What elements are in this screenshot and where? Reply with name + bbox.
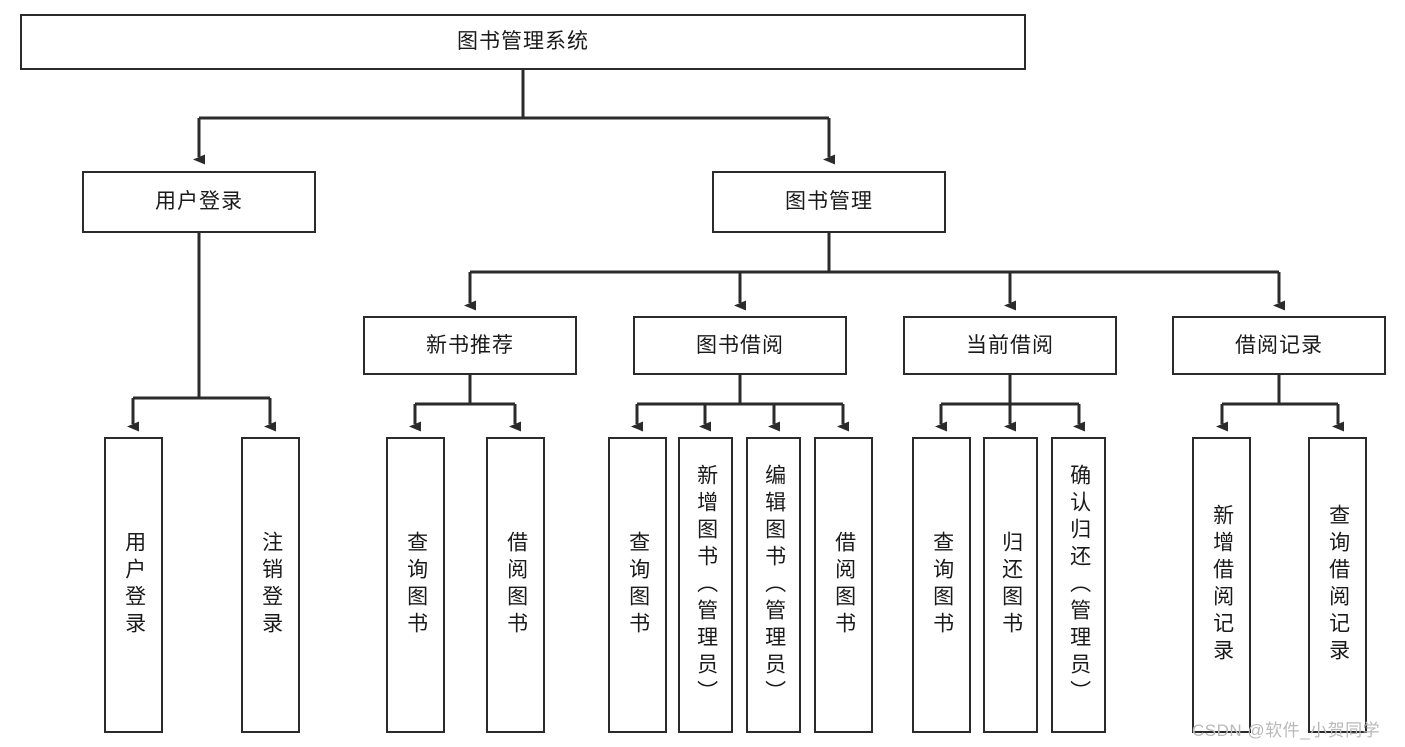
csdn-watermark: CSDN @软件_小贺同学	[1192, 721, 1381, 740]
node-book-management[interactable]: 图书管理	[712, 171, 946, 233]
node-label: 查询图书	[626, 531, 650, 639]
leaf-query-book-borrow[interactable]: 查询图书	[608, 437, 667, 733]
leaf-return-book[interactable]: 归还图书	[983, 437, 1038, 733]
node-label: 当前借阅	[966, 333, 1054, 357]
node-label: 用户登录	[122, 531, 146, 639]
node-label: 新增图书（管理员）	[694, 463, 718, 707]
leaf-query-book-recommend[interactable]: 查询图书	[386, 437, 445, 733]
node-borrow-record[interactable]: 借阅记录	[1172, 316, 1386, 375]
node-label: 查询图书	[404, 531, 428, 639]
node-label: 借阅图书	[832, 531, 856, 639]
node-label: 图书管理系统	[457, 30, 589, 54]
node-label: 注销登录	[259, 531, 283, 639]
leaf-logout-login[interactable]: 注销登录	[241, 437, 300, 733]
leaf-query-borrow-record[interactable]: 查询借阅记录	[1308, 437, 1367, 733]
leaf-borrow-book-recommend[interactable]: 借阅图书	[486, 437, 545, 733]
node-label: 用户登录	[155, 190, 243, 214]
leaf-add-borrow-record[interactable]: 新增借阅记录	[1192, 437, 1251, 733]
node-label: 归还图书	[999, 531, 1023, 639]
node-label: 新书推荐	[426, 333, 514, 357]
leaf-borrow-book[interactable]: 借阅图书	[814, 437, 873, 733]
node-label: 查询借阅记录	[1326, 504, 1350, 666]
node-root-book-management-system[interactable]: 图书管理系统	[20, 14, 1026, 70]
node-user-login[interactable]: 用户登录	[82, 171, 316, 233]
leaf-add-book-admin[interactable]: 新增图书（管理员）	[678, 437, 733, 733]
node-label: 图书借阅	[696, 333, 784, 357]
leaf-query-book-current[interactable]: 查询图书	[912, 437, 971, 733]
node-new-book-recommend[interactable]: 新书推荐	[363, 316, 577, 375]
node-label: 借阅图书	[504, 531, 528, 639]
node-book-borrow[interactable]: 图书借阅	[633, 316, 847, 375]
node-label: 借阅记录	[1235, 333, 1323, 357]
leaf-edit-book-admin[interactable]: 编辑图书（管理员）	[746, 437, 801, 733]
node-current-borrow[interactable]: 当前借阅	[903, 316, 1117, 375]
node-label: 图书管理	[785, 190, 873, 214]
node-label: 确认归还（管理员）	[1067, 463, 1091, 707]
leaf-confirm-return-admin[interactable]: 确认归还（管理员）	[1051, 437, 1106, 733]
node-label: 查询图书	[930, 531, 954, 639]
node-label: 编辑图书（管理员）	[762, 463, 786, 707]
node-label: 新增借阅记录	[1210, 504, 1234, 666]
leaf-user-login[interactable]: 用户登录	[104, 437, 163, 733]
